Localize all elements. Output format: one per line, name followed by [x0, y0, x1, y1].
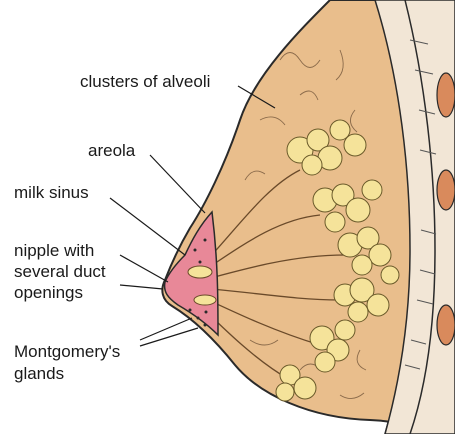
- label-milk-sinus: milk sinus: [14, 182, 89, 203]
- label-clusters-of-alveoli: clusters of alveoli: [80, 71, 210, 92]
- milk-sinus: [188, 266, 212, 278]
- label-areola: areola: [88, 140, 135, 161]
- label-montgomery-line1: Montgomery's: [14, 341, 120, 362]
- label-nipple-line1: nipple with: [14, 240, 94, 261]
- label-nipple-line3: openings: [14, 282, 83, 303]
- label-montgomery-line2: glands: [14, 363, 64, 384]
- label-nipple-line2: several duct: [14, 261, 106, 282]
